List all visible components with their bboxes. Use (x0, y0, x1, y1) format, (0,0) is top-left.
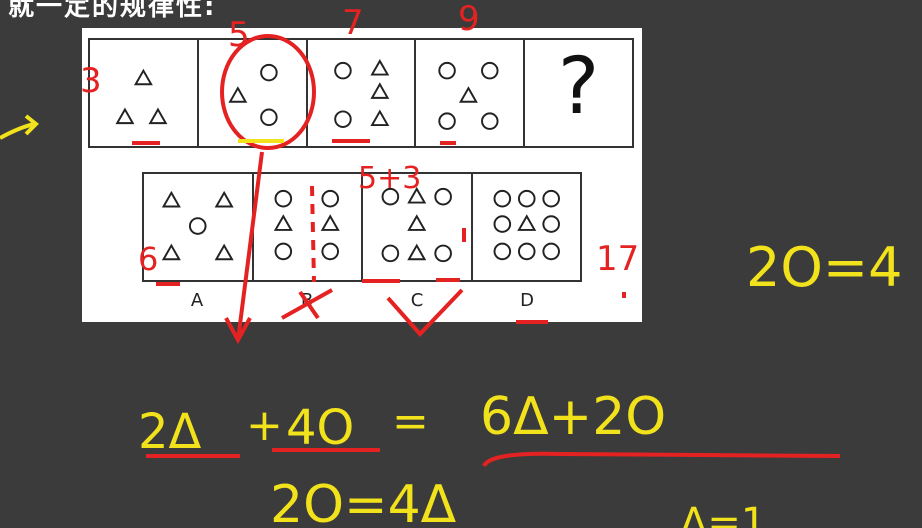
triangle-shape (459, 86, 479, 103)
option-a-panel[interactable] (144, 174, 254, 280)
circle-shape (438, 112, 457, 130)
eq1-right: 6Δ+2O (480, 387, 666, 447)
circle-shape (320, 242, 339, 261)
circle-shape (333, 110, 352, 128)
eq1-left-a: 2Δ (138, 404, 202, 460)
options-row (142, 172, 582, 282)
triangle-shape (407, 214, 427, 231)
circle-shape (259, 108, 278, 127)
triangle-shape (407, 186, 427, 204)
yellow-arrow-head (24, 114, 39, 136)
circle-shape (434, 187, 452, 206)
triangle-shape (320, 214, 340, 231)
triangle-shape (214, 243, 234, 261)
triangle-shape (148, 107, 168, 125)
triangle-shape (228, 86, 248, 103)
heading-fragment: 就一定的规律性: (8, 0, 217, 22)
option-b-panel[interactable] (254, 174, 363, 280)
sequence-panel-4 (416, 40, 526, 146)
triangle-shape (407, 243, 427, 261)
circle-shape (493, 215, 511, 233)
circle-shape (438, 61, 457, 80)
sequence-row: ? (88, 38, 634, 148)
option-c-label[interactable]: C (410, 290, 424, 311)
option-b-label[interactable]: B (300, 290, 314, 311)
eq1-equals: = (392, 396, 429, 447)
circle-shape (434, 244, 452, 263)
circle-shape (517, 189, 536, 208)
eq1-plus: + (246, 400, 283, 451)
triangle-shape (161, 243, 181, 261)
triangle-shape (369, 82, 389, 99)
circle-shape (274, 189, 292, 208)
option-c-panel[interactable] (363, 174, 473, 280)
triangle-shape (516, 214, 536, 231)
triangle-shape (115, 107, 135, 125)
circle-shape (188, 217, 207, 235)
circle-shape (541, 242, 560, 261)
triangle-shape (214, 190, 234, 208)
circle-shape (493, 189, 511, 208)
option-a-label[interactable]: A (190, 290, 204, 311)
eq3-partial: Δ=1 (680, 500, 766, 528)
triangle-shape (273, 214, 293, 231)
puzzle-image: ? (82, 28, 642, 322)
sequence-panel-question: ? (525, 40, 632, 146)
sequence-panel-2 (199, 40, 308, 146)
circle-shape (274, 242, 292, 261)
circle-shape (381, 244, 400, 263)
triangle-shape (133, 68, 153, 86)
red-underline (482, 451, 841, 468)
circle-shape (541, 189, 560, 208)
eq1-left-b: 4O (286, 400, 354, 456)
circle-shape (493, 242, 511, 261)
triangle-shape (161, 190, 181, 208)
eq2: 2O=4Δ (270, 475, 457, 528)
circle-shape (517, 242, 536, 261)
question-mark: ? (557, 42, 600, 132)
option-d-panel[interactable] (473, 174, 581, 280)
circle-shape (333, 61, 352, 80)
option-d-label[interactable]: D (520, 290, 534, 311)
side-equation: 2O=4 (746, 236, 902, 299)
circle-shape (259, 63, 278, 82)
sequence-panel-3 (308, 40, 417, 146)
circle-shape (481, 61, 499, 80)
yellow-arrow-stroke (0, 122, 35, 140)
circle-shape (381, 187, 400, 206)
triangle-shape (369, 109, 389, 127)
sequence-panel-1 (90, 40, 199, 146)
circle-shape (541, 215, 560, 233)
triangle-shape (369, 59, 389, 76)
circle-shape (320, 189, 339, 208)
circle-shape (481, 112, 499, 130)
